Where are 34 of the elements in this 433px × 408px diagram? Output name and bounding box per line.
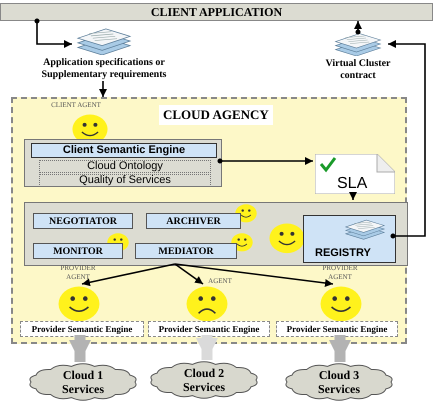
arrow (174, 263, 204, 285)
agent-box: MEDIATOR (135, 243, 237, 259)
agent-box: ARCHIVER (146, 213, 241, 229)
engine-box: Provider Semantic Engine (148, 321, 270, 337)
cloud-shape: Cloud 3 Services (283, 362, 395, 402)
block-arrow (69, 335, 91, 362)
block-arrow (196, 335, 218, 360)
cloud-shape: Cloud 1 Services (27, 362, 139, 402)
engine-box: Provider Semantic Engine (276, 321, 398, 337)
document-caption: Virtual Cluster contract (324, 58, 392, 82)
title-bar: CLIENT APPLICATION (0, 3, 433, 21)
arrow (349, 192, 357, 200)
agency-region (11, 97, 407, 344)
arrow (99, 81, 107, 97)
arrow (82, 263, 176, 286)
sla-document: SLA (315, 154, 395, 194)
block-arrow (329, 335, 351, 362)
agents-panel (24, 202, 408, 266)
engine-box: Client Semantic Engine (31, 143, 217, 158)
cloud-shape: Cloud 2 Services (148, 360, 260, 400)
arrow (34, 18, 72, 48)
document-caption: Application specifications or Supplementary requirements (40, 57, 168, 81)
qos-box: Quality of Services (39, 174, 211, 187)
engine-panel (24, 139, 222, 187)
arrow (174, 263, 334, 287)
agent-box: NEGOTIATOR (33, 213, 133, 229)
arrow (388, 40, 426, 238)
engine-box: Provider Semantic Engine (20, 321, 144, 337)
arrow (218, 157, 313, 165)
registry-box: REGISTRY (303, 215, 396, 263)
ontology-box: Cloud Ontology (39, 160, 211, 173)
agency-title: CLOUD AGENCY (159, 105, 273, 124)
arrow (354, 21, 362, 34)
agent-box: MONITOR (33, 243, 123, 259)
